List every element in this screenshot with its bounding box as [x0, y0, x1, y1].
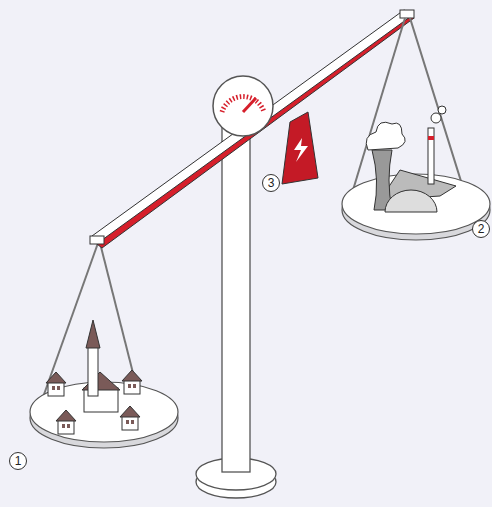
lightning-symbol: [294, 138, 308, 162]
houses: [46, 320, 142, 434]
power-plant: [366, 106, 456, 212]
gauge-needle: [243, 98, 256, 112]
callout-number: 1: [9, 452, 27, 470]
scale-pillar: [222, 110, 250, 472]
pan-string: [42, 243, 98, 400]
weight: [282, 112, 318, 184]
beam-end: [90, 236, 104, 244]
gauge-ticks: [222, 97, 264, 112]
callout-number: 2: [472, 220, 490, 238]
gauge: [213, 76, 273, 136]
callout-number: 3: [262, 174, 280, 192]
beam-end: [400, 10, 414, 18]
